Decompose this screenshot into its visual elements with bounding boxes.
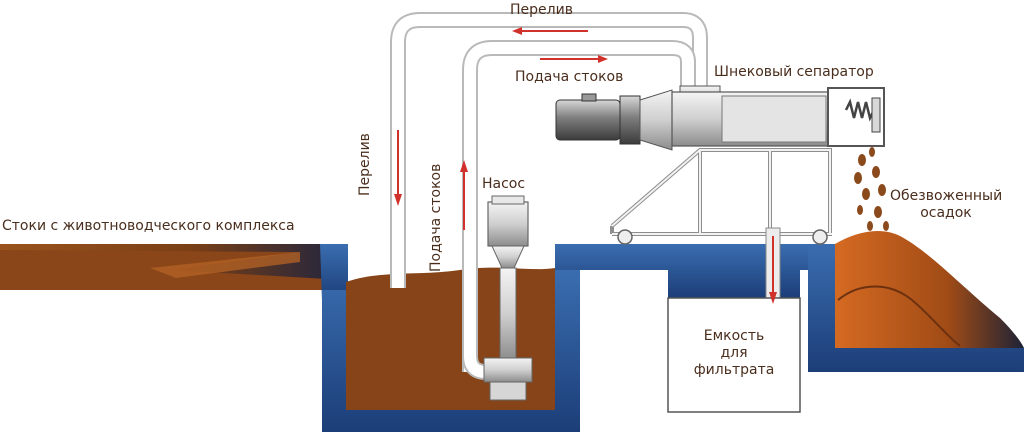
label-pump: Насос <box>482 176 526 192</box>
label-sludge-line2: осадок <box>920 205 972 221</box>
label-tank-line2: для <box>720 345 748 361</box>
inflow-channel-slope <box>150 252 300 278</box>
arrow-feed-side-head <box>460 160 468 172</box>
label-overflow-top: Перелив <box>510 2 573 18</box>
label-filtrate-tank: Емкость для фильтрата <box>670 328 798 379</box>
flow-arrows <box>394 27 777 304</box>
arrow-filtrate-head <box>769 292 777 304</box>
pump-motor <box>487 201 529 247</box>
label-feed-side: Подача стоков <box>428 163 444 272</box>
sludge-particle <box>878 184 886 196</box>
arrow-overflow-side-head <box>394 194 402 206</box>
sludge-pile <box>835 230 1024 348</box>
separator-frame <box>610 148 832 236</box>
falling-sludge <box>854 147 889 231</box>
sludge-particle <box>862 188 870 200</box>
label-separator: Шнековый сепаратор <box>714 64 874 80</box>
pit-outer <box>322 270 580 432</box>
separator-end-plate <box>871 97 881 133</box>
separator-motor-top <box>581 93 597 102</box>
sludge-particle <box>872 166 880 178</box>
pump-shaft <box>499 267 517 361</box>
sludge-particle <box>874 206 882 218</box>
sludge-particle <box>857 205 863 215</box>
label-overflow-side: Перелив <box>357 133 373 196</box>
sludge-pit-wall <box>808 244 1024 372</box>
label-feed-top: Подача стоков <box>515 69 624 85</box>
wheel-left <box>617 229 633 245</box>
separator-outlet-frame <box>827 87 885 147</box>
label-inflow: Стоки с животноводческого комплекса <box>2 218 295 234</box>
sludge-particle <box>869 147 875 157</box>
ground-slab <box>555 244 835 298</box>
sludge-particle <box>883 221 889 231</box>
separator-cone <box>639 89 673 151</box>
arrow-overflow-top-head <box>512 27 522 35</box>
separator-spring <box>844 98 876 122</box>
filtrate-tank <box>667 297 801 413</box>
separator-gearbox <box>619 95 641 145</box>
feed-pipe-inner <box>464 42 694 372</box>
separator-frame-light <box>611 149 832 235</box>
sludge-particle <box>854 172 862 184</box>
sludge-pile-ridge <box>837 285 961 347</box>
pit-walls <box>320 244 348 300</box>
label-tank-line3: фильтрата <box>693 362 775 378</box>
separator-motor <box>555 99 621 141</box>
pump-cone <box>491 245 525 269</box>
wheel-right <box>812 229 828 245</box>
overflow-pipe-inner <box>392 14 706 288</box>
label-tank-line1: Емкость <box>703 328 765 344</box>
pump <box>483 195 533 401</box>
pump-inlet <box>489 381 527 401</box>
label-sludge-line1: Обезвоженный <box>890 188 1003 204</box>
label-sludge: Обезвоженный осадок <box>890 188 1002 222</box>
pit-structure <box>0 230 1024 432</box>
sludge-particle <box>867 221 873 231</box>
sludge-particle <box>858 154 866 166</box>
separator-screen <box>721 95 827 143</box>
screw-separator <box>555 85 885 299</box>
pump-motor-cap <box>491 195 525 205</box>
arrow-feed-top-head <box>598 55 608 63</box>
pump-body <box>483 357 533 383</box>
